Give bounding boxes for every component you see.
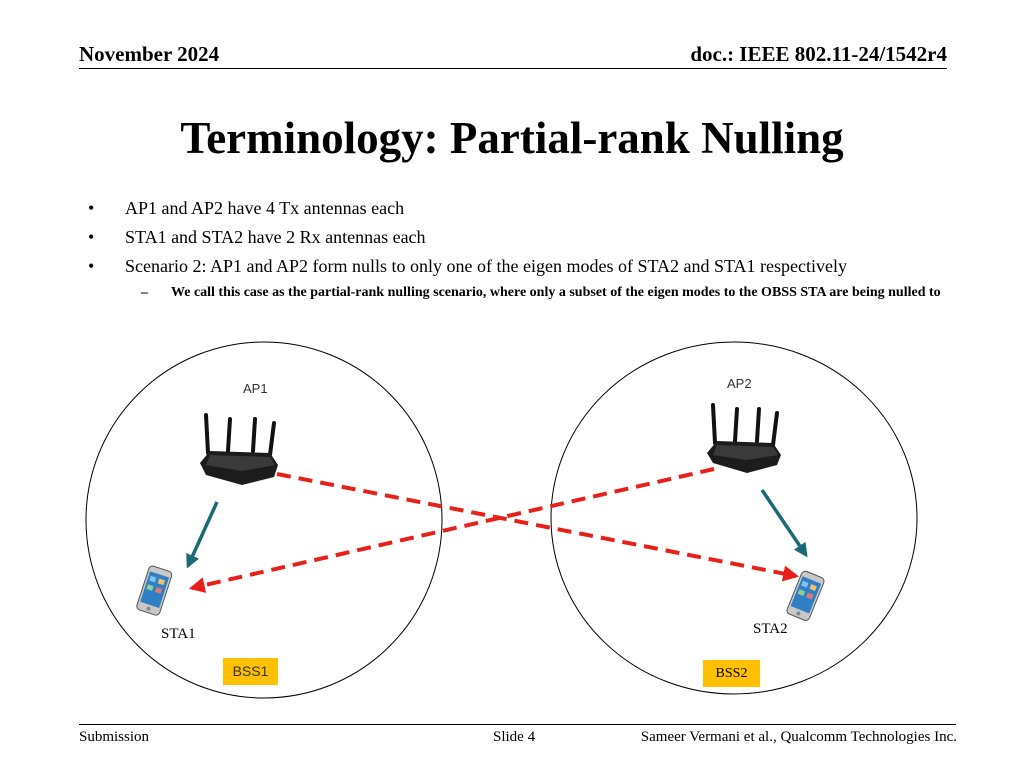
serving-link-arrow xyxy=(186,501,219,569)
smartphone-icon xyxy=(136,565,173,616)
sub-bullet-text: We call this case as the partial-rank nu… xyxy=(171,285,941,300)
ap1-label: AP1 xyxy=(243,381,268,396)
bullet-marker: • xyxy=(88,256,95,276)
footer-authors: Sameer Vermani et al., Qualcomm Technolo… xyxy=(640,729,957,745)
footer-divider xyxy=(79,724,956,725)
header-doc-number: doc.: IEEE 802.11-24/1542r4 xyxy=(690,42,947,66)
smartphone-icon xyxy=(786,570,825,621)
bullet-item: • AP1 and AP2 have 4 Tx antennas each xyxy=(88,198,404,219)
bullet-text: STA1 and STA2 have 2 Rx antennas each xyxy=(125,227,426,247)
header-date: November 2024 xyxy=(79,42,220,66)
footer-submission: Submission xyxy=(79,729,150,745)
bullet-marker: • xyxy=(88,227,95,247)
router-icon xyxy=(200,413,278,485)
bss2-coverage-circle xyxy=(550,341,918,695)
bullet-item: • STA1 and STA2 have 2 Rx antennas each xyxy=(88,227,426,248)
bullet-marker: • xyxy=(88,198,95,218)
slide-title: Terminology: Partial-rank Nulling xyxy=(180,113,844,163)
bullet-item: • Scenario 2: AP1 and AP2 form nulls to … xyxy=(88,256,847,277)
sta1-label: STA1 xyxy=(161,626,196,642)
serving-link-arrow xyxy=(760,489,808,558)
bss1-coverage-circle xyxy=(85,341,443,699)
bss2-badge: BSS2 xyxy=(703,660,760,687)
ap2-label: AP2 xyxy=(727,376,752,391)
sta2-label: STA2 xyxy=(753,621,788,637)
interference-arrow xyxy=(276,472,800,582)
router-icon xyxy=(707,403,781,473)
bss1-badge: BSS1 xyxy=(223,658,278,685)
interference-arrow xyxy=(188,467,715,593)
bullet-text: Scenario 2: AP1 and AP2 form nulls to on… xyxy=(125,256,848,276)
footer-slide-number: Slide 4 xyxy=(493,729,536,745)
header-divider xyxy=(79,68,947,69)
bullet-text: AP1 and AP2 have 4 Tx antennas each xyxy=(125,198,405,218)
sub-bullet-marker: – xyxy=(141,285,148,300)
